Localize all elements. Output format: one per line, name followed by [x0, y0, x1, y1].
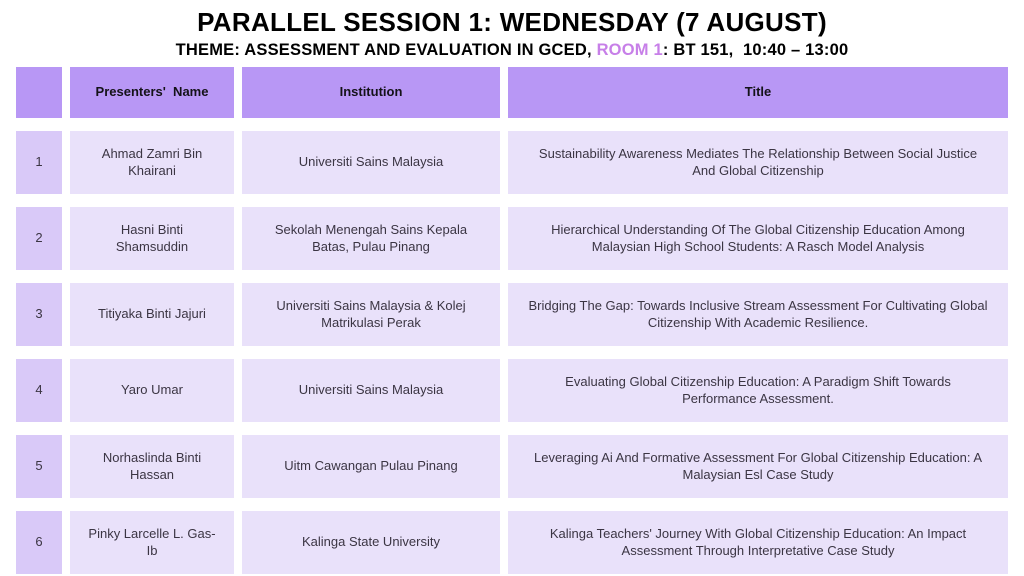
presenter-name-cell: Ahmad Zamri Bin Khairani: [70, 131, 234, 194]
column-header-index: [16, 67, 62, 118]
row-number-cell: 5: [16, 435, 62, 498]
paper-title-cell: Leveraging Ai And Formative Assessment F…: [508, 435, 1008, 498]
institution-cell: Kalinga State University: [242, 511, 500, 574]
institution-cell: Universiti Sains Malaysia: [242, 359, 500, 422]
column-header-institution: Institution: [242, 67, 500, 118]
row-number-cell: 4: [16, 359, 62, 422]
paper-title-cell: Bridging The Gap: Towards Inclusive Stre…: [508, 283, 1008, 346]
row-number-cell: 3: [16, 283, 62, 346]
row-number-cell: 1: [16, 131, 62, 194]
subtitle-theme-text: THEME: ASSESSMENT AND EVALUATION IN GCED…: [175, 41, 597, 59]
column-header-title: Title: [508, 67, 1008, 118]
institution-cell: Universiti Sains Malaysia & Kolej Matrik…: [242, 283, 500, 346]
session-table: Presenters' Name Institution Title 1 Ahm…: [16, 67, 1008, 574]
paper-title-cell: Kalinga Teachers' Journey With Global Ci…: [508, 511, 1008, 574]
paper-title-cell: Hierarchical Understanding Of The Global…: [508, 207, 1008, 270]
institution-cell: Sekolah Menengah Sains Kepala Batas, Pul…: [242, 207, 500, 270]
paper-title-cell: Sustainability Awareness Mediates The Re…: [508, 131, 1008, 194]
subtitle-detail-text: : BT 151, 10:40 – 13:00: [662, 41, 849, 59]
presenter-name-cell: Hasni Binti Shamsuddin: [70, 207, 234, 270]
column-header-presenter-name: Presenters' Name: [70, 67, 234, 118]
presenter-name-cell: Pinky Larcelle L. Gas-Ib: [70, 511, 234, 574]
row-number-cell: 6: [16, 511, 62, 574]
presenter-name-cell: Norhaslinda Binti Hassan: [70, 435, 234, 498]
paper-title-cell: Evaluating Global Citizenship Education:…: [508, 359, 1008, 422]
institution-cell: Universiti Sains Malaysia: [242, 131, 500, 194]
page-title: PARALLEL SESSION 1: WEDNESDAY (7 AUGUST): [197, 7, 827, 37]
page-subtitle: THEME: ASSESSMENT AND EVALUATION IN GCED…: [0, 41, 1024, 60]
institution-cell: Uitm Cawangan Pulau Pinang: [242, 435, 500, 498]
room-label: ROOM 1: [596, 41, 663, 59]
row-number-cell: 2: [16, 207, 62, 270]
presenter-name-cell: Titiyaka Binti Jajuri: [70, 283, 234, 346]
presenter-name-cell: Yaro Umar: [70, 359, 234, 422]
